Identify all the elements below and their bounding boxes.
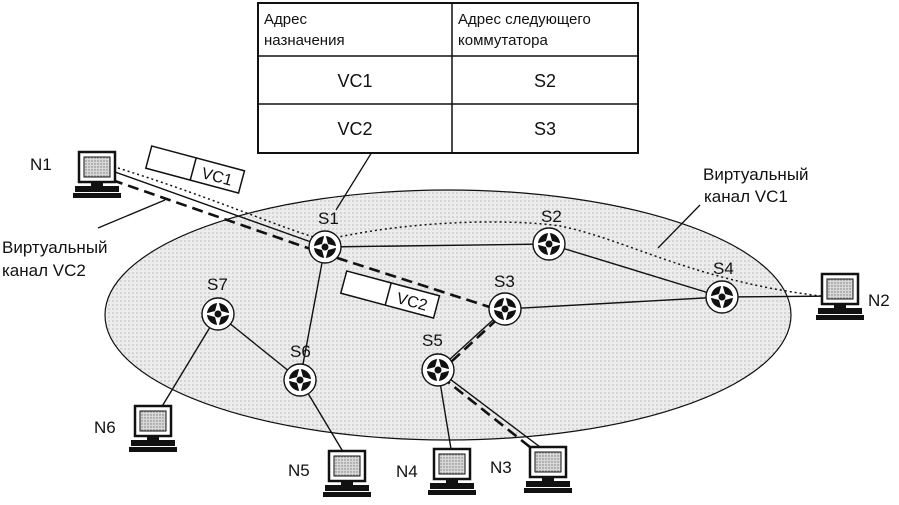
switch-s1-icon bbox=[308, 230, 342, 264]
vc2-label-pointer bbox=[97, 199, 166, 229]
node-n4-label: N4 bbox=[396, 462, 418, 481]
header-next-line2: коммутатора bbox=[458, 32, 548, 49]
node-n5-label: N5 bbox=[288, 461, 310, 480]
switch-s2-label: S2 bbox=[541, 207, 562, 226]
header-next-line1: Адрес следующего bbox=[458, 11, 591, 28]
header-destination-line2: назначения bbox=[264, 32, 345, 49]
switch-s7-icon bbox=[201, 297, 235, 331]
vc1-label-pointer bbox=[657, 204, 701, 249]
computer-n2-icon bbox=[814, 272, 866, 322]
vc1-label-line1: Виртуальный bbox=[703, 165, 809, 184]
vc2-label-line1: Виртуальный bbox=[2, 238, 108, 257]
table-pointer bbox=[335, 151, 373, 211]
switch-s5-label: S5 bbox=[422, 331, 443, 350]
switch-s3-label: S3 bbox=[494, 272, 515, 291]
network-ellipse bbox=[104, 189, 792, 441]
header-destination-line1: Адрес bbox=[264, 11, 307, 28]
vc1-path bbox=[117, 167, 841, 299]
switch-s6-icon bbox=[283, 363, 317, 397]
computer-n3-icon bbox=[522, 445, 574, 495]
switch-s1-label: S1 bbox=[318, 209, 339, 228]
packet-vc1: VC1 bbox=[144, 145, 246, 194]
table-cell: VC2 bbox=[337, 119, 372, 139]
node-n3-label: N3 bbox=[490, 458, 512, 477]
node-n6-label: N6 bbox=[94, 418, 116, 437]
computer-n6-icon bbox=[127, 404, 179, 454]
computer-n1-icon bbox=[71, 150, 123, 200]
switch-s4-icon bbox=[705, 280, 739, 314]
switch-s4-label: S4 bbox=[713, 259, 734, 278]
packet-vc2: VC2 bbox=[339, 270, 441, 319]
vc1-label-line2: канал VC1 bbox=[704, 187, 788, 206]
switch-s6-label: S6 bbox=[290, 342, 311, 361]
switch-s5-icon bbox=[421, 353, 455, 387]
routing-table: Адрес назначения Адрес следующего коммут… bbox=[257, 2, 639, 154]
node-n1-label: N1 bbox=[30, 155, 52, 174]
vc2-label-line2: канал VC2 bbox=[2, 261, 86, 280]
switch-s3-icon bbox=[488, 292, 522, 326]
table-cell: S3 bbox=[534, 119, 556, 139]
switch-s7-label: S7 bbox=[207, 275, 228, 294]
table-cell: S2 bbox=[534, 71, 556, 91]
computer-n5-icon bbox=[321, 449, 373, 499]
computer-n4-icon bbox=[426, 447, 478, 497]
switch-s2-icon bbox=[532, 227, 566, 261]
table-cell: VC1 bbox=[337, 71, 372, 91]
node-n2-label: N2 bbox=[868, 291, 890, 310]
